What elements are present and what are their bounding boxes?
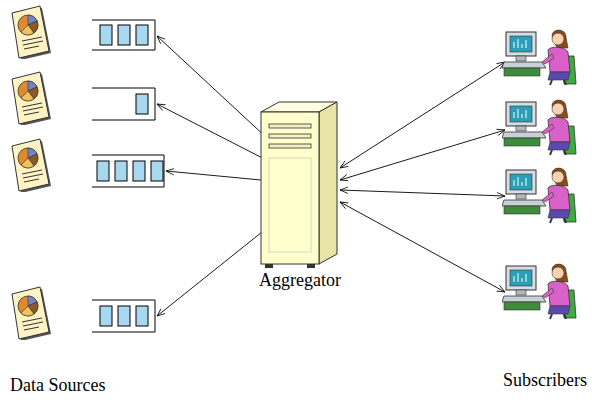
server-tower	[255, 98, 345, 270]
subscribers-caption: Subscribers	[503, 370, 587, 391]
sources-caption: Data Sources	[10, 375, 105, 396]
subscriber-icons	[502, 30, 576, 319]
data-source-icons	[12, 6, 51, 341]
node-label: Aggregator	[255, 270, 345, 291]
links	[157, 36, 505, 316]
queues	[92, 20, 164, 332]
server-node: Aggregator	[255, 98, 345, 291]
